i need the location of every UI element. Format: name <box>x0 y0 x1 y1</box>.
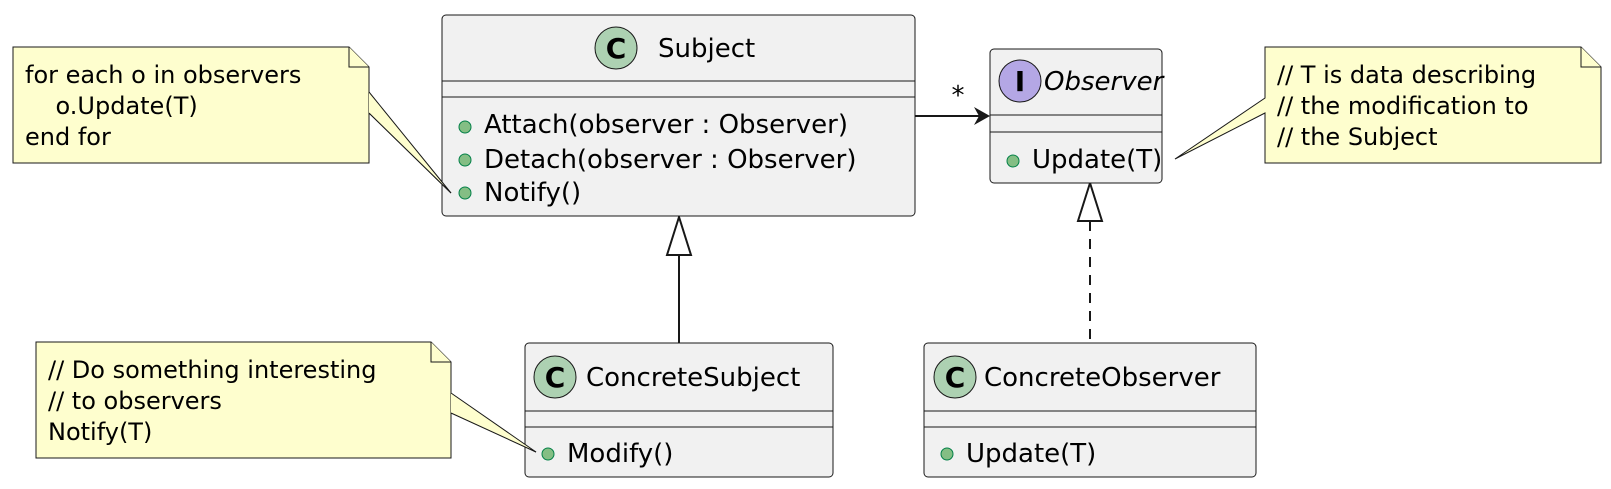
public-visibility-icon <box>940 447 954 461</box>
note-line: Notify(T) <box>48 418 152 446</box>
class-stereotype-circle <box>533 355 577 399</box>
class-subject[interactable]: C Subject Attach(observer : Observer) De… <box>441 14 916 217</box>
note-update: // T is data describing // the modificat… <box>1174 46 1602 164</box>
note-connector <box>368 91 452 194</box>
note-line: for each o in observers <box>25 61 301 89</box>
method-update: Update(T) <box>966 439 1096 469</box>
note-line: // the modification to <box>1277 92 1529 120</box>
class-name: Subject <box>658 34 755 64</box>
method-detach: Detach(observer : Observer) <box>484 145 856 175</box>
note-line: o.Update(T) <box>25 92 198 120</box>
arrowhead <box>974 107 990 125</box>
method-update: Update(T) <box>1032 145 1162 175</box>
association-subject-observer: * <box>915 81 990 125</box>
generalization-arrowhead <box>665 213 693 256</box>
interface-stereotype-circle <box>998 59 1042 103</box>
note-notify: for each o in observers o.Update(T) end … <box>12 46 452 194</box>
class-glyph-c: C <box>945 361 966 394</box>
public-visibility-icon <box>458 186 472 200</box>
public-visibility-icon <box>541 447 555 461</box>
note-line: end for <box>25 123 111 151</box>
realization-arrowhead <box>1076 179 1104 222</box>
multiplicity-label: * <box>952 81 965 111</box>
realization-concreteobserver-observer <box>1076 179 1104 343</box>
generalization-concretesubject-subject <box>665 213 693 343</box>
note-line: // Do something interesting <box>48 356 376 384</box>
class-stereotype-circle <box>594 26 638 70</box>
class-concretesubject[interactable]: C ConcreteSubject Modify() <box>524 342 834 478</box>
interface-glyph-i: I <box>1015 65 1025 98</box>
interface-observer[interactable]: I Observer Update(T) <box>989 48 1166 184</box>
interface-name: Observer <box>1044 67 1166 97</box>
class-glyph-c: C <box>606 32 627 65</box>
class-stereotype-circle <box>933 355 977 399</box>
note-line: // T is data describing <box>1277 61 1536 89</box>
note-line: // the Subject <box>1277 123 1438 151</box>
public-visibility-icon <box>458 153 472 167</box>
note-line: // to observers <box>48 387 222 415</box>
public-visibility-icon <box>1006 154 1020 168</box>
class-name: ConcreteSubject <box>586 363 800 393</box>
method-modify: Modify() <box>567 439 673 469</box>
public-visibility-icon <box>458 120 472 134</box>
class-concreteobserver[interactable]: C ConcreteObserver Update(T) <box>923 342 1257 478</box>
class-glyph-c: C <box>545 361 566 394</box>
method-attach: Attach(observer : Observer) <box>484 110 848 140</box>
note-modify: // Do something interesting // to observ… <box>35 341 537 459</box>
note-connector <box>450 392 537 453</box>
method-notify: Notify() <box>484 178 581 208</box>
class-name: ConcreteObserver <box>984 363 1221 393</box>
